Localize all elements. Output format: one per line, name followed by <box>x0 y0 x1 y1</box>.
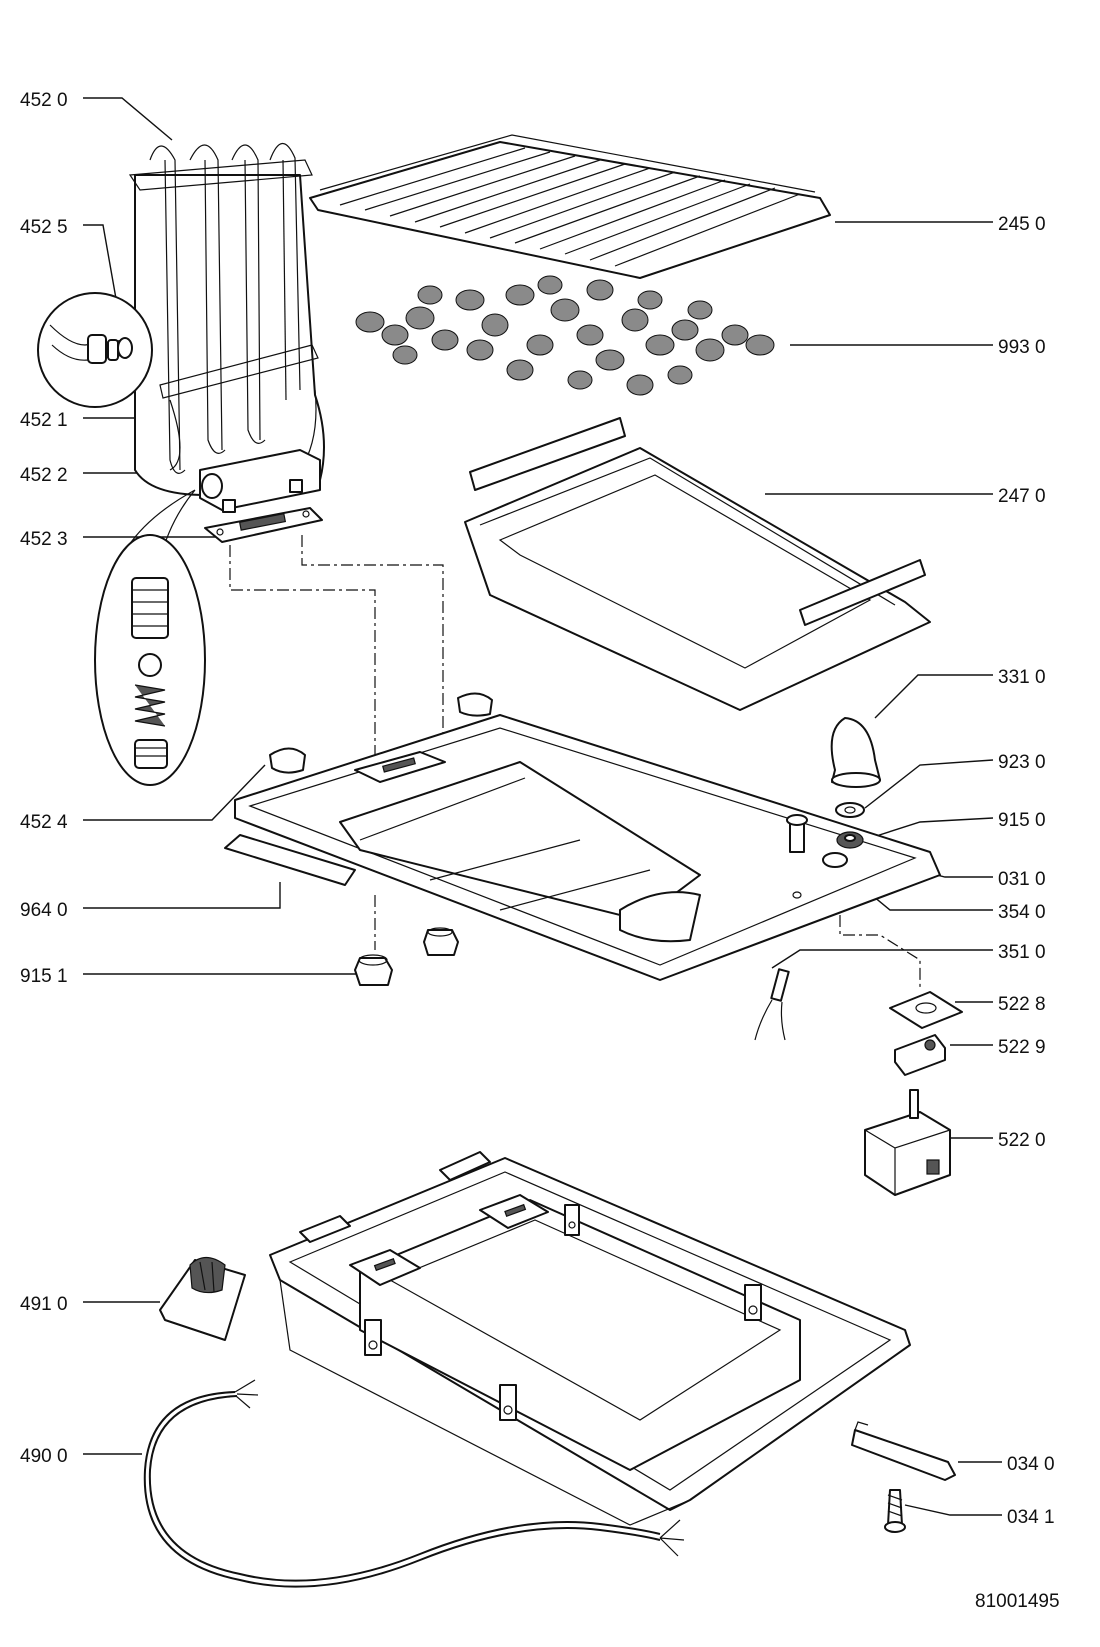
label-245-0: 245 0 <box>998 214 1046 235</box>
heating-element-452-0 <box>128 142 325 513</box>
leader-lines <box>83 97 1002 1516</box>
clip-and-screw-034 <box>851 1421 956 1533</box>
drawing-number: 81001495 <box>975 1591 1060 1612</box>
caps-452-4 <box>269 692 493 774</box>
label-452-1: 452 1 <box>20 410 68 431</box>
detail-circle-452-5 <box>37 292 153 408</box>
gasket-plate-452-3 <box>204 507 323 543</box>
label-331-0: 331 0 <box>998 667 1046 688</box>
washers-923-915 <box>835 802 865 849</box>
label-247-0: 247 0 <box>998 486 1046 507</box>
gasket-964-0 <box>224 834 356 886</box>
part-labels: 452 0 452 5 452 1 452 2 452 3 452 4 964 … <box>20 90 1060 1612</box>
label-452-5: 452 5 <box>20 217 68 238</box>
label-490-0: 490 0 <box>20 1446 68 1467</box>
label-923-0: 923 0 <box>998 752 1046 773</box>
power-cable-490-0 <box>143 1379 685 1588</box>
label-491-0: 491 0 <box>20 1294 68 1315</box>
label-522-8: 522 8 <box>998 994 1046 1015</box>
label-993-0: 993 0 <box>998 337 1046 358</box>
grill-grid-245-0 <box>309 134 831 279</box>
label-452-2: 452 2 <box>20 465 68 486</box>
label-522-9: 522 9 <box>998 1037 1046 1058</box>
label-452-3: 452 3 <box>20 529 68 550</box>
label-522-0: 522 0 <box>998 1130 1046 1151</box>
connector-491-0 <box>159 1256 246 1341</box>
lava-rocks-993-0 <box>355 275 775 396</box>
label-452-4: 452 4 <box>20 812 68 833</box>
alignment-lines <box>229 535 921 990</box>
nuts-915-1 <box>354 927 459 986</box>
knob-331-0 <box>830 717 881 788</box>
bottom-housing <box>269 1151 911 1526</box>
spring-detail <box>94 489 206 786</box>
sensor-351-0 <box>754 968 790 1041</box>
grill-top-031-0 <box>234 714 941 981</box>
label-351-0: 351 0 <box>998 942 1046 963</box>
label-964-0: 964 0 <box>20 900 68 921</box>
drip-tray-247-0 <box>464 417 931 711</box>
label-034-0: 034 0 <box>1007 1454 1055 1475</box>
label-034-1: 034 1 <box>1007 1507 1055 1528</box>
label-031-0: 031 0 <box>998 869 1046 890</box>
label-354-0: 354 0 <box>998 902 1046 923</box>
label-915-1: 915 1 <box>20 966 68 987</box>
regulator-parts-522 <box>864 991 963 1196</box>
pin-354-0 <box>786 814 808 899</box>
label-452-0: 452 0 <box>20 90 68 111</box>
label-915-0: 915 0 <box>998 810 1046 831</box>
